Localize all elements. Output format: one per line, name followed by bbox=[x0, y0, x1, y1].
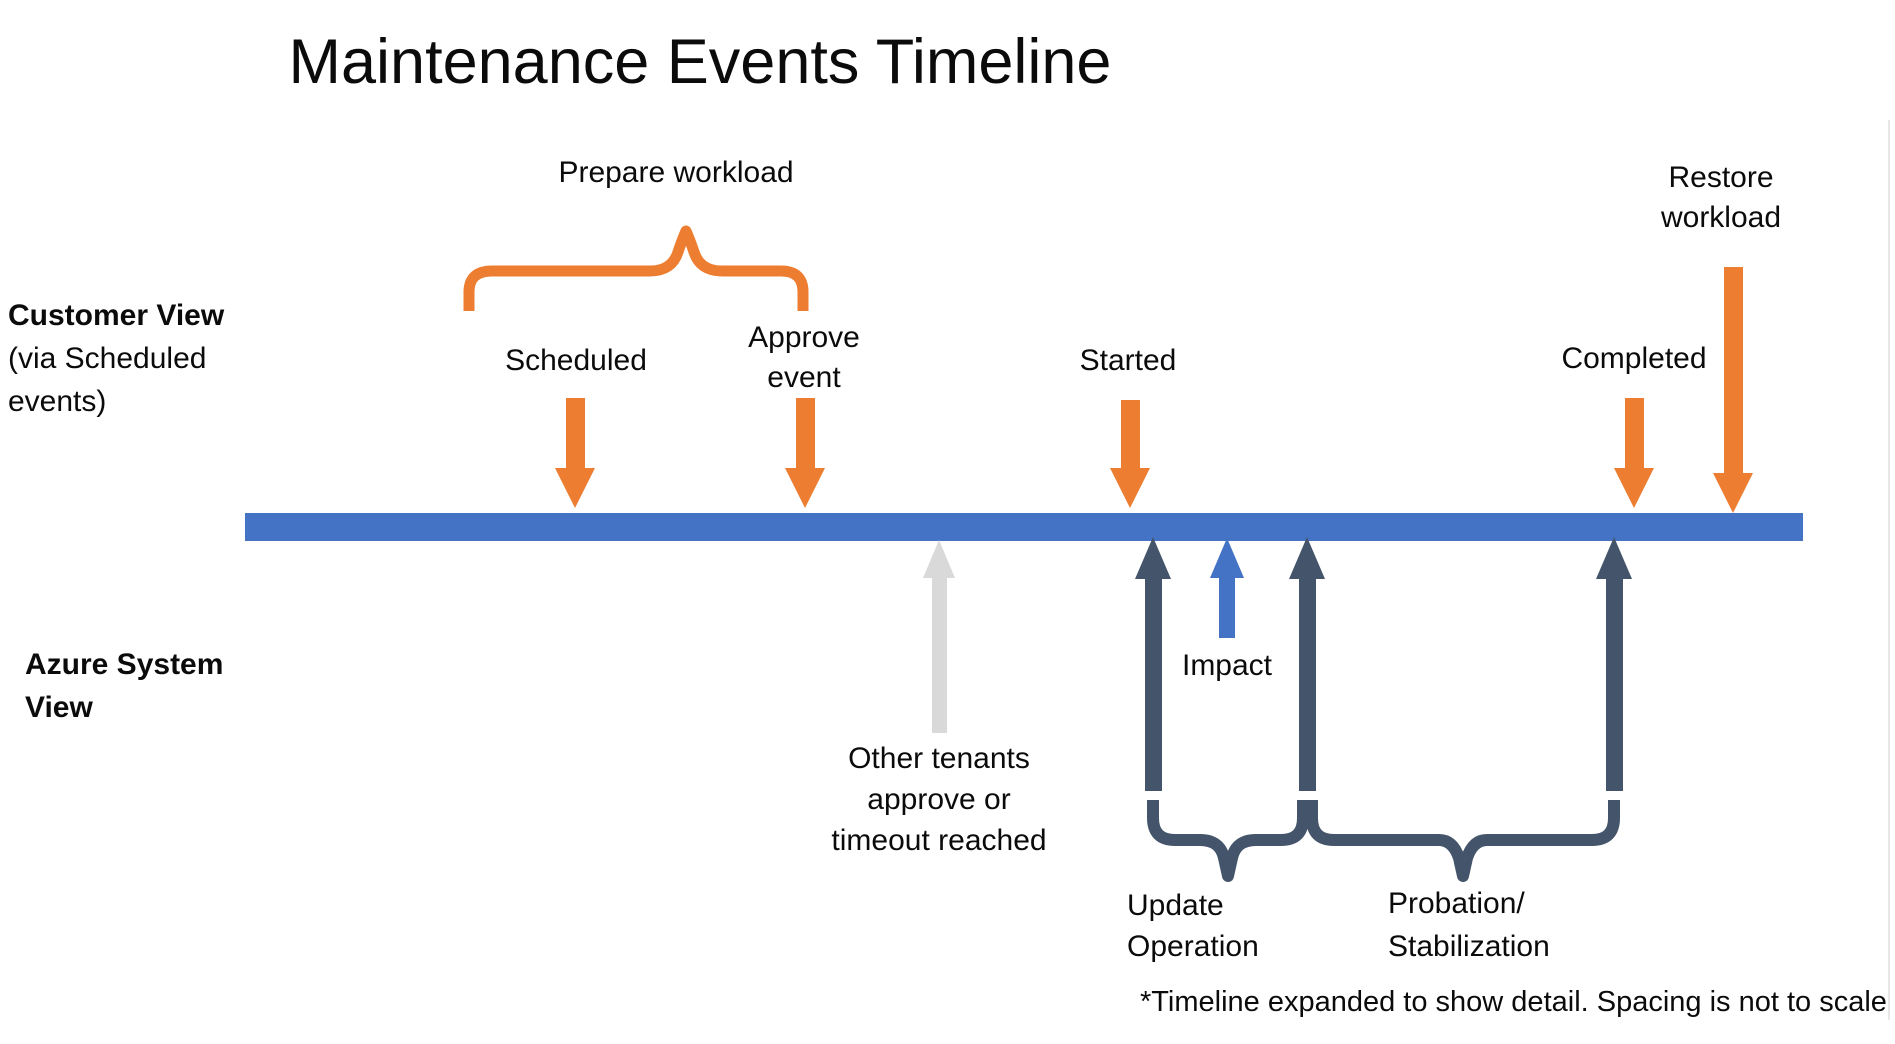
other-tenants-label: Other tenants approve or timeout reached bbox=[831, 738, 1046, 861]
other-tenants-line1: Other tenants bbox=[848, 742, 1030, 775]
approve-event-line2: event bbox=[767, 361, 841, 394]
other-tenants-arrow bbox=[923, 540, 955, 733]
probation-end-arrow-head bbox=[1596, 537, 1632, 579]
scheduled-arrow bbox=[555, 398, 595, 508]
impact-arrow-shaft bbox=[1219, 578, 1235, 638]
update-operation-line2: Operation bbox=[1127, 930, 1259, 963]
approve-event-label: Approve event bbox=[748, 318, 860, 398]
completed-arrow-shaft bbox=[1624, 398, 1644, 468]
customer-view-line2: (via Scheduled bbox=[8, 342, 207, 375]
scheduled-arrow-head bbox=[555, 468, 595, 508]
update-start-arrow-shaft bbox=[1144, 579, 1162, 791]
started-arrow-shaft bbox=[1120, 400, 1140, 468]
slide-edge-line bbox=[1888, 120, 1890, 1020]
approve-event-line1: Approve bbox=[748, 321, 860, 354]
impact-arrow bbox=[1210, 538, 1244, 638]
started-label: Started bbox=[1079, 344, 1177, 377]
customer-view-line3: events) bbox=[8, 385, 107, 418]
update-end-arrow-shaft bbox=[1298, 579, 1316, 791]
restore-workload-arrow bbox=[1713, 267, 1753, 513]
update-start-arrow-head bbox=[1135, 537, 1171, 579]
customer-view-line1: Customer View bbox=[8, 299, 225, 332]
impact-arrow-head bbox=[1210, 538, 1244, 578]
completed-arrow-head bbox=[1614, 468, 1654, 508]
update-operation-brace-path bbox=[1147, 800, 1309, 882]
other-tenants-line2: approve or bbox=[867, 783, 1011, 816]
scheduled-arrow-shaft bbox=[565, 398, 585, 468]
other-tenants-arrow-head bbox=[923, 540, 955, 578]
update-start-arrow bbox=[1135, 537, 1171, 791]
probation-line1: Probation/ bbox=[1388, 887, 1525, 920]
restore-workload-line2: workload bbox=[1660, 201, 1782, 234]
probation-stabilization-label: Probation/ Stabilization bbox=[1388, 882, 1550, 968]
footnote: *Timeline expanded to show detail. Spaci… bbox=[1140, 986, 1887, 1018]
azure-view-line2: View bbox=[25, 691, 93, 724]
other-tenants-arrow-shaft bbox=[931, 578, 947, 733]
impact-label: Impact bbox=[1181, 649, 1273, 682]
timeline-bar bbox=[245, 513, 1803, 541]
page-title: Maintenance Events Timeline bbox=[288, 27, 1112, 97]
other-tenants-line3: timeout reached bbox=[831, 824, 1047, 857]
completed-arrow bbox=[1614, 398, 1654, 508]
restore-workload-arrow-head bbox=[1713, 473, 1753, 513]
update-operation-label: Update Operation bbox=[1127, 885, 1259, 967]
update-end-arrow bbox=[1289, 537, 1325, 791]
approve-event-arrow bbox=[785, 398, 825, 508]
scheduled-label: Scheduled bbox=[505, 344, 647, 377]
azure-view-line1: Azure System bbox=[25, 648, 224, 681]
update-operation-line1: Update bbox=[1127, 889, 1224, 922]
completed-label: Completed bbox=[1561, 342, 1707, 375]
restore-workload-arrow-shaft bbox=[1723, 267, 1743, 473]
started-arrow-head bbox=[1110, 468, 1150, 508]
update-end-arrow-head bbox=[1289, 537, 1325, 579]
azure-system-view-label: Azure System View bbox=[25, 643, 223, 729]
probation-line2: Stabilization bbox=[1388, 930, 1550, 963]
prepare-workload-brace-path bbox=[463, 225, 809, 311]
approve-event-arrow-shaft bbox=[795, 398, 815, 468]
probation-stabilization-brace-path bbox=[1306, 800, 1620, 882]
prepare-workload-label: Prepare workload bbox=[558, 156, 794, 189]
restore-workload-label: Restore workload bbox=[1661, 158, 1781, 238]
approve-event-arrow-head bbox=[785, 468, 825, 508]
probation-end-arrow-shaft bbox=[1605, 579, 1623, 791]
probation-end-arrow bbox=[1596, 537, 1632, 791]
customer-view-label: Customer View (via Scheduled events) bbox=[8, 294, 224, 423]
started-arrow bbox=[1110, 400, 1150, 508]
restore-workload-line1: Restore bbox=[1668, 161, 1774, 194]
